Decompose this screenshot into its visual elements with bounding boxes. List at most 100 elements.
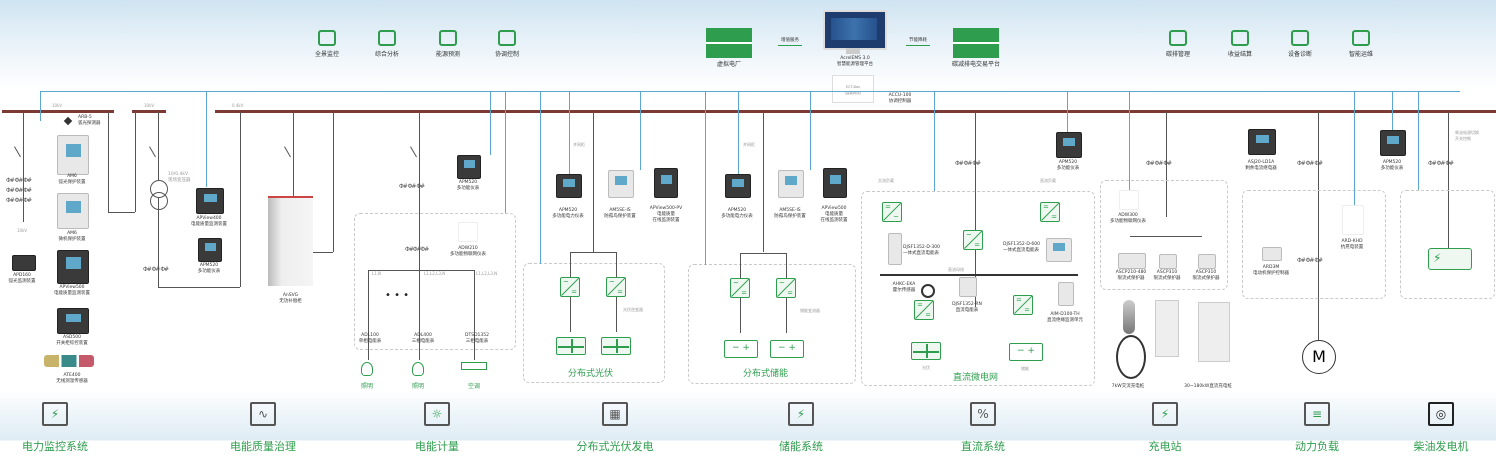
comm-drop xyxy=(1392,91,1393,130)
storage-converter-icon: ~= xyxy=(730,278,750,298)
system-charging-station[interactable]: ⚡ 充电站 xyxy=(1110,402,1220,454)
comm-drop xyxy=(569,91,570,174)
apview500-device[interactable] xyxy=(57,250,89,284)
storage-converter-icon: ~= xyxy=(776,278,796,298)
battery-icon: − + xyxy=(724,340,758,358)
system-distributed-pv[interactable]: ▦ 分布式光伏发电 xyxy=(560,402,670,454)
storage-box xyxy=(688,264,856,384)
apd160-device[interactable] xyxy=(12,255,36,271)
function-smart-maintenance[interactable]: 智能运维 xyxy=(1331,30,1391,58)
comm-drop xyxy=(1354,91,1355,205)
charger-cable-icon xyxy=(1116,335,1146,379)
phase-label: L1,L2,L3,N xyxy=(476,271,498,276)
current-transformer-icon: Φ# Φ# Φ# xyxy=(1297,257,1323,264)
adw210-device[interactable] xyxy=(458,222,478,242)
pv-apview-device[interactable] xyxy=(654,168,678,198)
adw300-device[interactable] xyxy=(1119,190,1139,210)
bidirectional-arrow-icon xyxy=(906,45,930,46)
dc-section-title: 直流微电网 xyxy=(953,373,999,383)
value-added-service-label: 增值服务 xyxy=(781,38,799,43)
motor-box xyxy=(1242,190,1386,299)
asd500-device[interactable] xyxy=(57,308,89,334)
system-energy-storage[interactable]: ⚡ 储能系统 xyxy=(746,402,856,454)
air-conditioner-icon xyxy=(461,362,487,370)
comm-drop xyxy=(505,91,506,213)
ascp310-device[interactable] xyxy=(1159,254,1177,269)
solar-panel-icon: ▦ xyxy=(602,402,628,426)
breaker-switch[interactable] xyxy=(14,146,21,158)
function-equipment-diagnosis[interactable]: 设备诊断 xyxy=(1270,30,1330,58)
platform-monitor[interactable] xyxy=(823,10,887,50)
load-line xyxy=(368,270,369,360)
battery-icon: − + xyxy=(770,340,804,358)
es-apm520-device[interactable] xyxy=(725,174,751,198)
pv-box xyxy=(523,263,665,383)
am6-arc-device[interactable] xyxy=(57,135,89,175)
bidirectional-arrow-icon xyxy=(778,45,802,46)
apm520-device[interactable] xyxy=(457,155,481,179)
generator-box xyxy=(1400,190,1495,299)
function-revenue-settlement[interactable]: 收益结算 xyxy=(1210,30,1270,58)
am6-micro-device[interactable] xyxy=(57,193,89,229)
system-energy-metering[interactable]: ☼ 电能计量 xyxy=(382,402,492,454)
diesel-generator-icon: ◎ xyxy=(1428,402,1454,426)
es-apview-device[interactable] xyxy=(823,168,847,198)
djsf-rn-device[interactable] xyxy=(959,277,977,297)
apm520-device[interactable] xyxy=(198,238,222,262)
system-label: 储能系统 xyxy=(779,440,823,453)
comm-drop xyxy=(490,91,491,155)
system-diesel-generator[interactable]: ◎ 柴油发电机 xyxy=(1386,402,1496,454)
dc-charger-label: 30~180kW直流充电桩 xyxy=(1184,384,1232,389)
es-am5se-device[interactable] xyxy=(778,170,804,198)
gateway-label: ECT-Box (智能网关) xyxy=(844,85,862,95)
gateway-box[interactable]: ECT-Box (智能网关) xyxy=(832,75,874,103)
function-energy-forecast[interactable]: 能源预测 xyxy=(418,30,478,58)
system-label: 柴油发电机 xyxy=(1413,440,1469,453)
ascp210-device[interactable] xyxy=(1118,253,1146,269)
pv-small-label: 光伏 xyxy=(922,365,930,370)
pv-am5se-device[interactable] xyxy=(608,170,634,198)
gen-apm520-device[interactable] xyxy=(1380,130,1406,156)
breaker-switch[interactable] xyxy=(149,146,156,158)
monitor-check-icon xyxy=(318,30,336,46)
djsf-300-device[interactable] xyxy=(888,233,902,265)
platform-name: AcrelEMS 3.0 xyxy=(840,56,870,61)
function-carbon-management[interactable]: 碳排管理 xyxy=(1148,30,1208,58)
function-panorama-monitoring[interactable]: 全景监控 xyxy=(297,30,357,58)
ard3m-device[interactable] xyxy=(1262,247,1282,261)
system-power-quality[interactable]: ∿ 电能质量治理 xyxy=(208,402,318,454)
pv-inverter-icon: ~= xyxy=(606,277,626,297)
djsf-600-device[interactable] xyxy=(1046,238,1072,262)
es-feeder xyxy=(763,112,764,252)
dc-charger-post-icon xyxy=(1155,300,1179,357)
ard-khd-device[interactable] xyxy=(1342,205,1364,235)
breaker-switch[interactable] xyxy=(410,146,417,158)
system-power-monitoring[interactable]: ⚡ 电力监控系统 xyxy=(0,402,110,454)
dc-apm520-device[interactable] xyxy=(1056,132,1082,158)
function-comprehensive-analysis[interactable]: 综合分析 xyxy=(357,30,417,58)
pv-apm520-device[interactable] xyxy=(556,174,582,198)
current-transformer-icon: Φ# Φ# Φ# xyxy=(955,160,981,167)
energy-saving-label: 节能降耗 xyxy=(909,38,927,43)
asj20-device[interactable] xyxy=(1248,129,1276,155)
system-motor-load[interactable]: ≡ 动力负载 xyxy=(1262,402,1372,454)
breaker-switch[interactable] xyxy=(284,146,291,158)
function-label: 能源预测 xyxy=(435,51,460,58)
ascp310b-device[interactable] xyxy=(1198,254,1216,269)
apview400-device[interactable] xyxy=(196,188,224,214)
current-transformer-icon: Φ# Φ# Φ# xyxy=(6,187,32,194)
charger-feeder xyxy=(1166,112,1167,217)
comm-drop xyxy=(206,91,207,187)
aim-device[interactable] xyxy=(1058,282,1074,306)
function-coordinated-control[interactable]: 协调控制 xyxy=(477,30,537,58)
battery-icon: − + xyxy=(1009,343,1043,361)
feeder-line xyxy=(419,112,420,267)
system-dc[interactable]: % 直流系统 xyxy=(928,402,1038,454)
svg-cabinet[interactable] xyxy=(268,196,313,286)
